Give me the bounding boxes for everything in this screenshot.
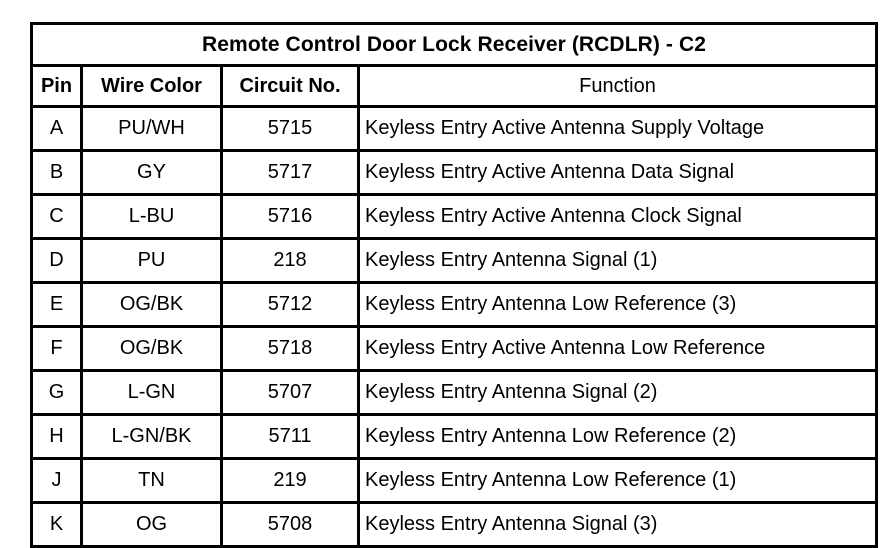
table-title-row: Remote Control Door Lock Receiver (RCDLR… — [30, 22, 878, 67]
cell-wire_color: L-GN — [80, 369, 223, 416]
cell-circuit_no: 5716 — [220, 193, 360, 240]
connector-pinout-table: Remote Control Door Lock Receiver (RCDLR… — [30, 22, 878, 548]
cell-pin: D — [30, 237, 83, 284]
cell-circuit_no: 218 — [220, 237, 360, 284]
cell-pin: K — [30, 501, 83, 548]
cell-circuit_no: 219 — [220, 457, 360, 504]
cell-function: Keyless Entry Antenna Low Reference (2) — [357, 413, 878, 460]
cell-wire_color: L-BU — [80, 193, 223, 240]
cell-circuit_no: 5712 — [220, 281, 360, 328]
cell-wire_color: OG/BK — [80, 281, 223, 328]
cell-circuit_no: 5708 — [220, 501, 360, 548]
cell-function: Keyless Entry Active Antenna Clock Signa… — [357, 193, 878, 240]
cell-pin: E — [30, 281, 83, 328]
cell-wire_color: GY — [80, 149, 223, 196]
cell-pin: H — [30, 413, 83, 460]
cell-function: Keyless Entry Active Antenna Supply Volt… — [357, 105, 878, 152]
cell-wire_color: PU — [80, 237, 223, 284]
table-header: Remote Control Door Lock Receiver (RCDLR… — [30, 22, 878, 108]
cell-pin: G — [30, 369, 83, 416]
cell-pin: B — [30, 149, 83, 196]
cell-circuit_no: 5718 — [220, 325, 360, 372]
cell-wire_color: PU/WH — [80, 105, 223, 152]
cell-function: Keyless Entry Antenna Signal (3) — [357, 501, 878, 548]
table-title: Remote Control Door Lock Receiver (RCDLR… — [30, 22, 878, 67]
cell-function: Keyless Entry Antenna Signal (1) — [357, 237, 878, 284]
cell-pin: C — [30, 193, 83, 240]
column-header-function: Function — [357, 64, 878, 108]
cell-circuit_no: 5711 — [220, 413, 360, 460]
cell-function: Keyless Entry Antenna Low Reference (3) — [357, 281, 878, 328]
cell-wire_color: OG — [80, 501, 223, 548]
cell-wire_color: OG/BK — [80, 325, 223, 372]
cell-function: Keyless Entry Antenna Low Reference (1) — [357, 457, 878, 504]
column-header-wire_color: Wire Color — [80, 64, 223, 108]
cell-pin: A — [30, 105, 83, 152]
cell-function: Keyless Entry Antenna Signal (2) — [357, 369, 878, 416]
cell-circuit_no: 5707 — [220, 369, 360, 416]
cell-function: Keyless Entry Active Antenna Low Referen… — [357, 325, 878, 372]
cell-circuit_no: 5717 — [220, 149, 360, 196]
column-header-pin: Pin — [30, 64, 83, 108]
cell-function: Keyless Entry Active Antenna Data Signal — [357, 149, 878, 196]
cell-pin: J — [30, 457, 83, 504]
cell-wire_color: L-GN/BK — [80, 413, 223, 460]
column-header-circuit_no: Circuit No. — [220, 64, 360, 108]
cell-wire_color: TN — [80, 457, 223, 504]
cell-circuit_no: 5715 — [220, 105, 360, 152]
cell-pin: F — [30, 325, 83, 372]
